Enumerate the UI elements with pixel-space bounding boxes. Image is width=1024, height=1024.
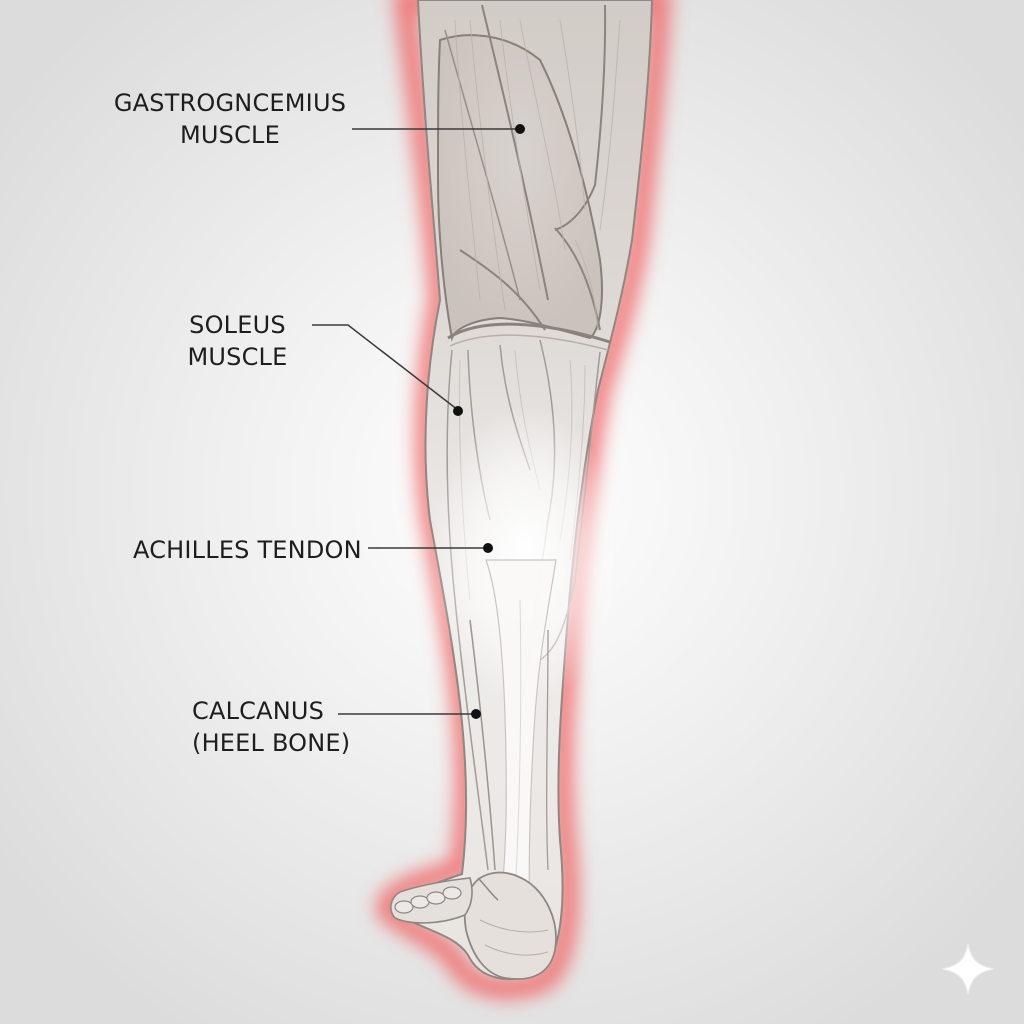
achilles-pointer-dot bbox=[483, 543, 493, 553]
calcaneus-label: CALCANUS (HEEL BONE) bbox=[192, 695, 350, 759]
gastrocnemius-label: GASTROGNCEMIUS MUSCLE bbox=[105, 87, 355, 151]
sparkle-icon bbox=[941, 943, 995, 995]
achilles-tendon-label-line-1: ACHILLES TENDON bbox=[133, 536, 362, 564]
calcaneus-pointer-dot bbox=[471, 709, 481, 719]
soleus-pointer-dot bbox=[453, 406, 463, 416]
soleus-label-line-2: MUSCLE bbox=[187, 343, 288, 371]
calcaneus-label-line-1: CALCANUS bbox=[192, 697, 325, 725]
calcaneus-label-line-2: (HEEL BONE) bbox=[192, 729, 351, 757]
gastrocnemius-label-line-2: MUSCLE bbox=[179, 121, 280, 149]
soleus-band bbox=[447, 322, 611, 344]
leader-lines bbox=[312, 128, 520, 715]
achilles-tendon-label: ACHILLES TENDON bbox=[133, 534, 362, 566]
gastrocnemius-pointer-dot bbox=[515, 124, 525, 134]
calcaneus-heel-bone bbox=[463, 871, 557, 980]
gastrocnemius-label-line-1: GASTROGNCEMIUS bbox=[113, 89, 347, 117]
muscle-fibers bbox=[454, 19, 621, 331]
soleus-label: SOLEUS MUSCLE bbox=[185, 309, 290, 373]
soleus-label-line-1: SOLEUS bbox=[189, 311, 286, 339]
